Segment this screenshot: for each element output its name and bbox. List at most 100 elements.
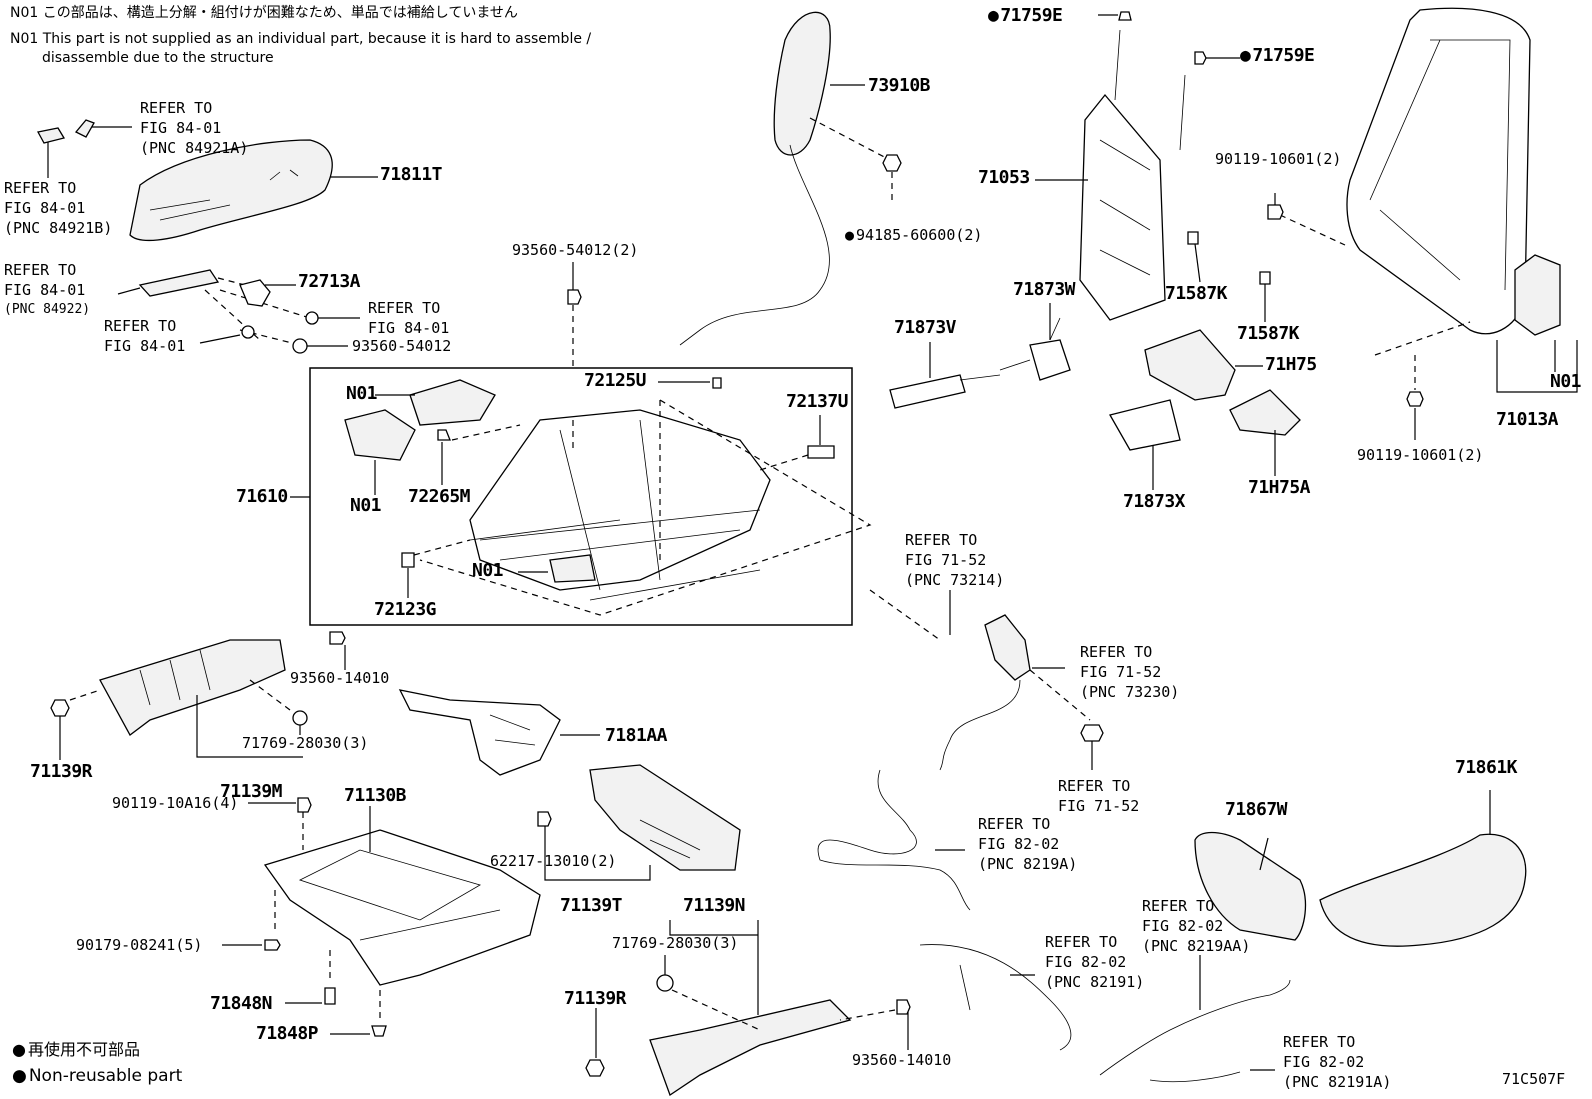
label-90119-top: 90119-10601(2) [1215,150,1342,168]
seat-shield-part-71811T [129,139,333,242]
figure-id: 71C507F [1502,1070,1566,1088]
clip-71769-a [292,710,308,726]
cover-71H75 [1144,329,1236,401]
label-71759E-right: 71759E [1240,46,1315,66]
label-71811T: 71811T [380,164,443,185]
clip-62217 [537,811,552,827]
motor-N01-c [549,554,596,583]
label-71867W: 71867W [1225,799,1288,820]
bolt-71139R-a [50,699,70,717]
label-62217: 62217-13010(2) [490,852,617,870]
label-72265M: 72265M [408,486,471,507]
label-71861K: 71861K [1455,757,1518,778]
cover-71H75A [1229,389,1301,436]
airbag-73910B [679,11,831,346]
cover-71139M [99,639,286,736]
label-71130B: 71130B [344,785,407,806]
label-71848P: 71848P [256,1023,319,1044]
bracket-71873V [889,374,1001,409]
label-N01-right: N01 [1550,371,1582,392]
bolt-90119-bottom [1406,391,1424,407]
clip-72265M [437,429,451,441]
label-73910B: 73910B [868,75,931,96]
bracket-71873W [999,317,1071,381]
label-71769-b: 71769-28030(3) [612,934,739,952]
clip-71587K-b [1259,271,1271,285]
bracket-72713A [239,279,271,307]
bolt-71139R-b [585,1059,605,1077]
legend-ja: 再使用不可部品 [12,1041,140,1059]
cover-71861K [1319,833,1527,947]
label-72713A: 72713A [298,271,361,292]
bracket-71873X [1109,399,1181,451]
seatback-frame-71013A [1346,7,1531,335]
label-71759E-top: 71759E [988,6,1063,26]
label-93560-14010-b: 93560-14010 [852,1051,952,1069]
label-90179: 90179-08241(5) [76,936,203,954]
clip-71769-b [656,974,674,992]
bolt-71848N [324,987,336,1005]
label-71873V: 71873V [894,317,957,338]
bolt-90119-top [1267,204,1284,220]
note-n01-ja: N01 この部品は、構造上分解・組付けが困難なため、単品では補給していません [10,5,518,21]
nut-71759E-right [1194,51,1207,65]
label-72137U: 72137U [786,391,849,412]
motor-N01-a [409,379,496,426]
clip-72125U [712,377,722,389]
frame-71130B [263,829,541,986]
seat-adjuster-71610 [469,409,771,601]
label-71873W: 71873W [1013,279,1076,300]
label-7181AA: 7181AA [605,725,668,746]
label-71610: 71610 [236,486,288,507]
lever-84922 [138,269,220,297]
label-71139R-a: 71139R [30,761,93,782]
bracket-7181AA [398,689,561,776]
label-94185: 94185-60600(2) [845,227,982,244]
cap-72137U [807,445,835,459]
recliner-motor-N01-right [1514,254,1561,336]
label-93560-54012-2: 93560-54012(2) [512,241,639,259]
clip-71587K-a [1187,231,1199,245]
bolt-ref-2 [241,325,255,339]
note-n01-en-2: disassemble due to the structure [42,50,274,66]
cover-71139T [589,764,741,871]
nut-71759E-top [1118,11,1132,21]
bolt-93560-14010-a [329,631,346,645]
knob-84921A [74,119,95,138]
harness-82191A [1149,1071,1241,1083]
label-71139R-b: 71139R [564,988,627,1009]
bolt-93560-14010-b [896,999,911,1015]
cover-71139N [649,999,852,1096]
knob-84921B [37,127,66,144]
label-71848N: 71848N [210,993,273,1014]
cover-71867W [1194,831,1307,941]
bolt-ref [305,311,319,325]
label-93560-14010-a: 93560-14010 [290,669,390,687]
harness-82191 [919,944,1072,1051]
bolt-93560-54012 [292,338,308,354]
legend-en: Non-reusable part [12,1067,182,1086]
clip-72123G [401,552,415,568]
label-93560-54012: 93560-54012 [352,337,452,355]
harness-8219A [817,769,971,911]
label-71139N: 71139N [683,895,746,916]
label-90119-10A16: 90119-10A16(4) [112,794,239,812]
bolt-90119-10A16 [297,797,312,813]
label-71139M: 71139M [220,781,283,802]
label-72125U: 72125U [584,370,647,391]
label-71873X: 71873X [1123,491,1186,512]
bolt-93560-54012-2 [567,289,582,305]
label-71587K-a: 71587K [1165,283,1228,304]
label-71H75: 71H75 [1265,354,1317,375]
